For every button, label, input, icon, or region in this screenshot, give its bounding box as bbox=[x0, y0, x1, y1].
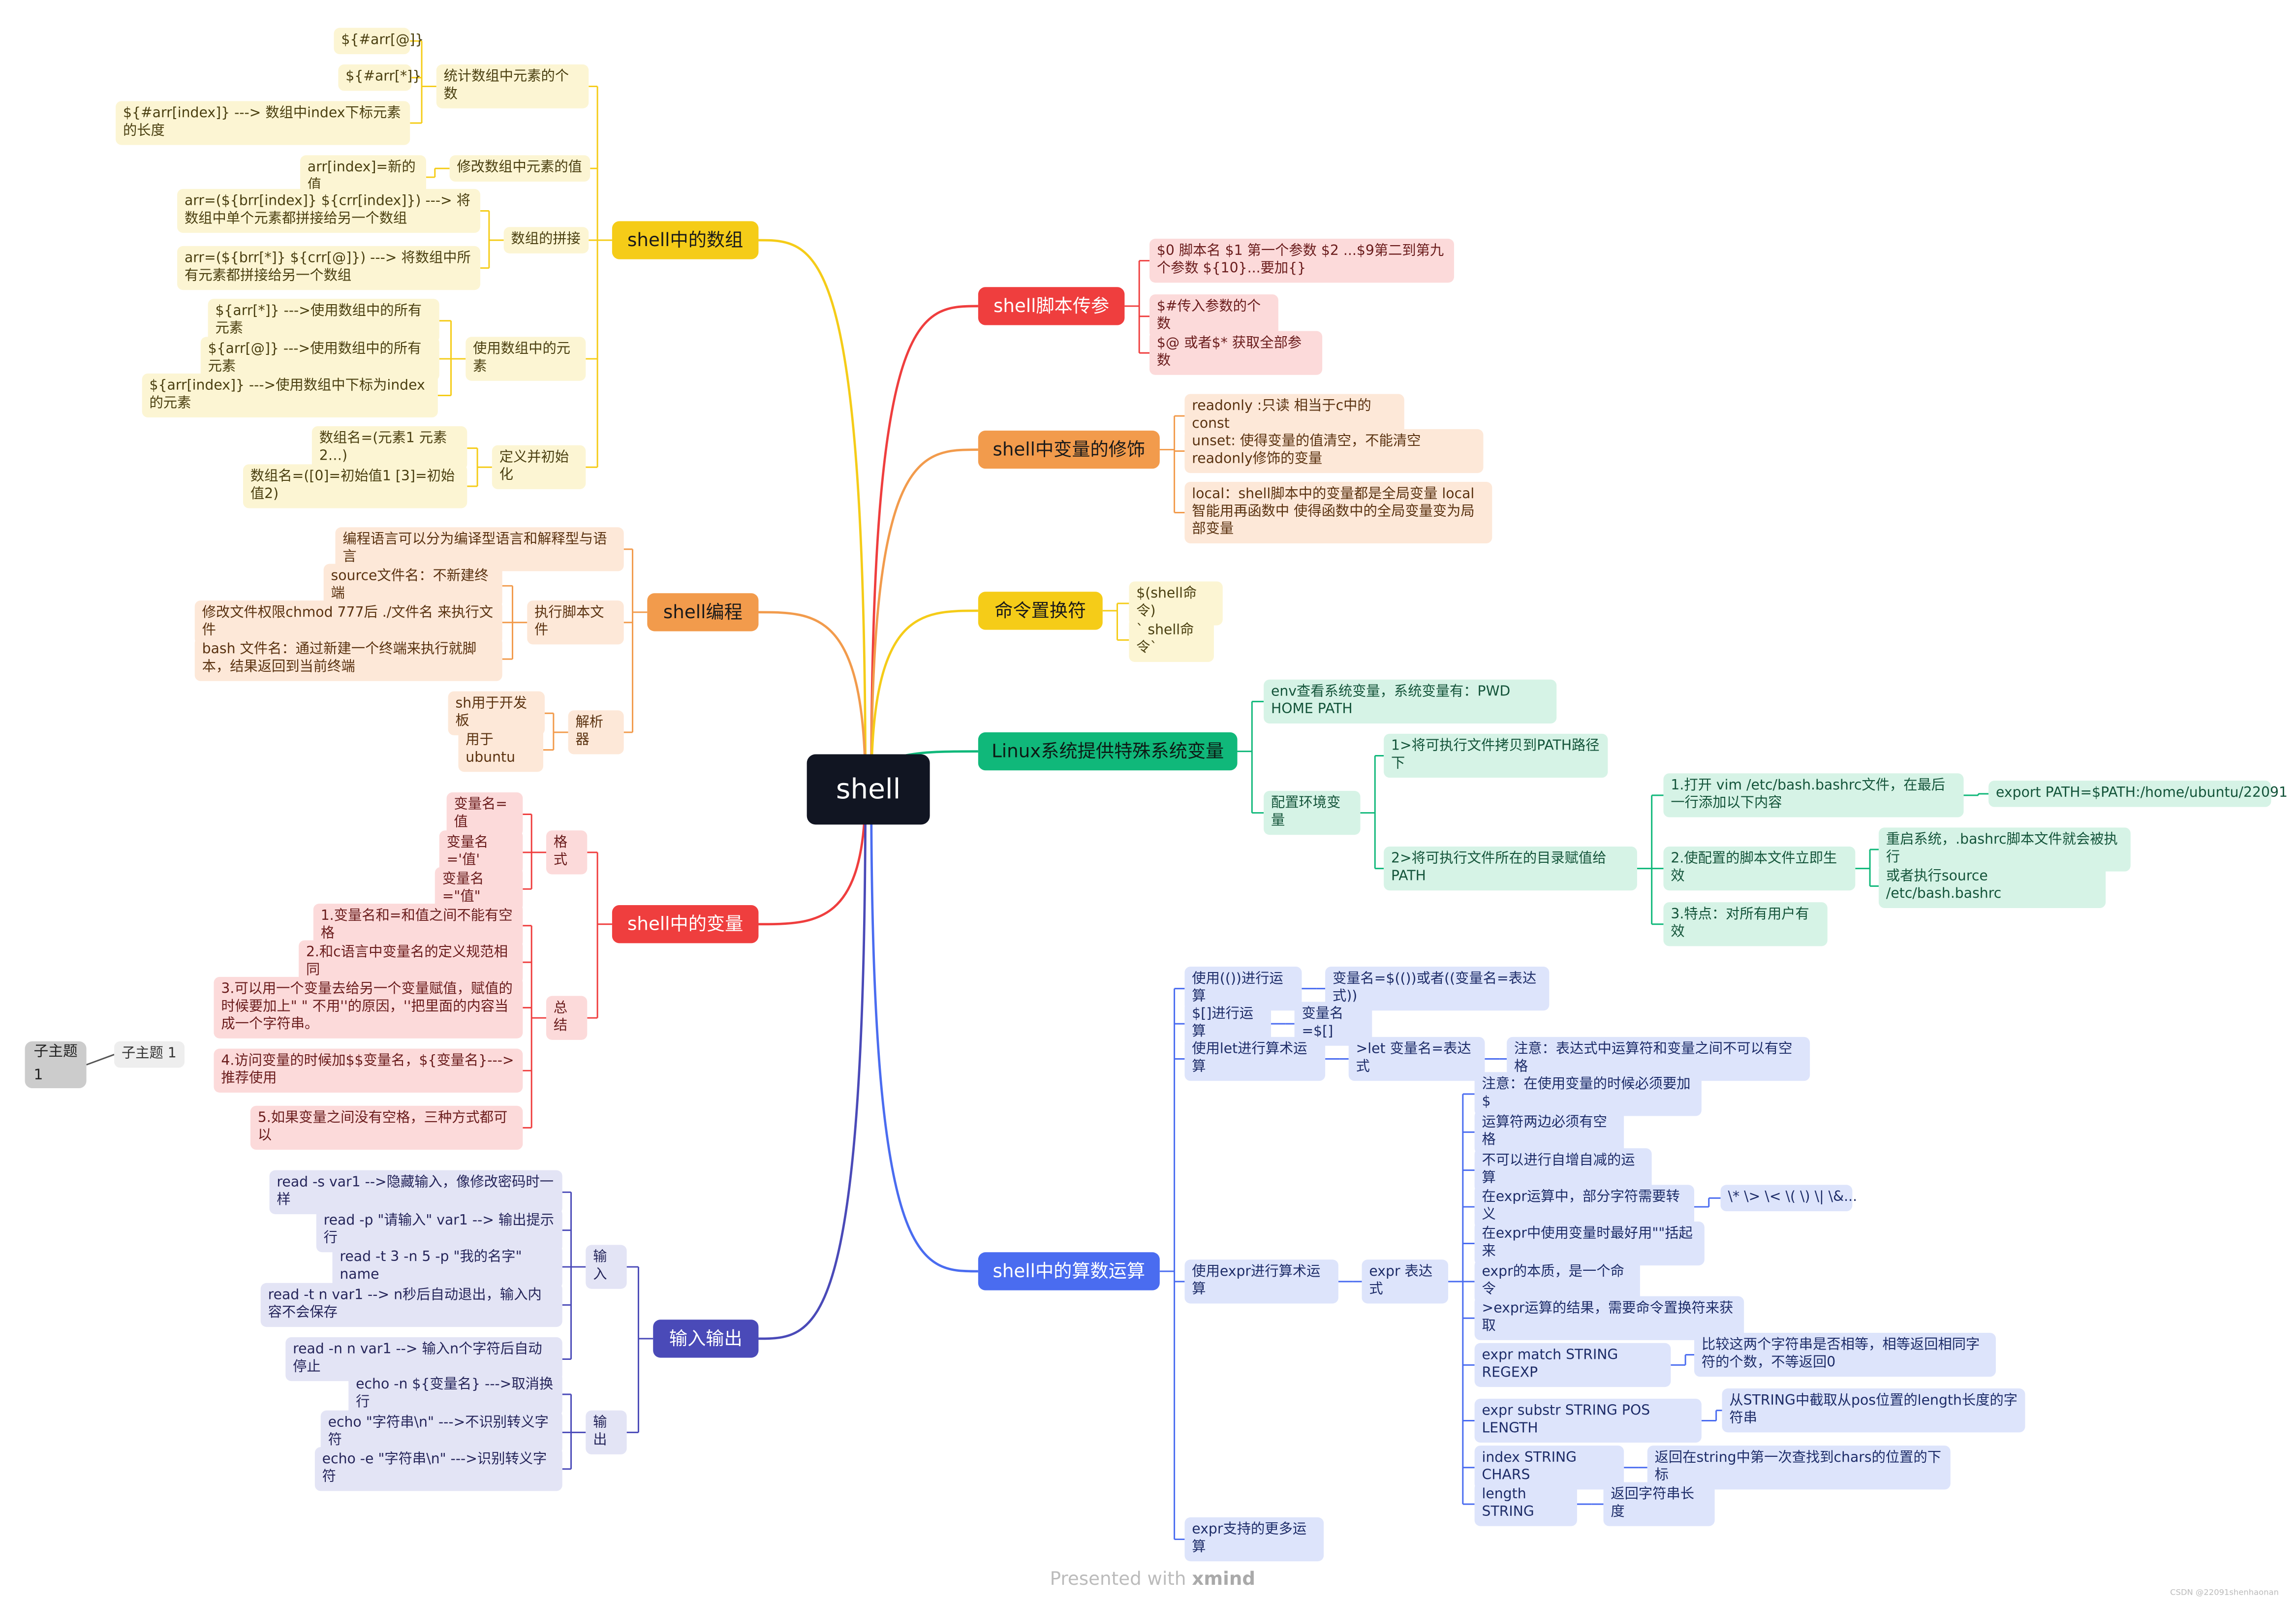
arrays-concat[interactable]: 数组的拼接 bbox=[503, 227, 589, 253]
arith-length-desc[interactable]: 返回字符串长度 bbox=[1603, 1482, 1715, 1526]
footer-watermark: Presented with xmind bbox=[1050, 1567, 1255, 1589]
subst-topic[interactable]: 命令置换符 bbox=[978, 592, 1103, 630]
arith-match-desc[interactable]: 比较这两个字符串是否相等，相等返回相同字符的个数，不等返回0 bbox=[1694, 1332, 1996, 1377]
prog-exec[interactable]: 执行脚本文件 bbox=[527, 600, 624, 645]
modifiers-item[interactable]: unset: 使得变量的值清空，不能清空 readonly修饰的变量 bbox=[1184, 429, 1484, 473]
io-input-item[interactable]: read -t 3 -n 5 -p "我的名字" name bbox=[332, 1245, 562, 1289]
env-topic[interactable]: Linux系统提供特殊系统变量 bbox=[978, 732, 1238, 771]
prog-topic[interactable]: shell编程 bbox=[647, 593, 759, 631]
arith-expr-item[interactable]: 在expr中使用变量时最好用""括起来 bbox=[1474, 1221, 1705, 1266]
floating-subtopic[interactable]: 子主题 1 bbox=[114, 1041, 185, 1068]
subst-item[interactable]: ` shell命令` bbox=[1129, 618, 1214, 662]
branch-modifiers-topic bbox=[870, 448, 978, 789]
arrays-count-item[interactable]: ${#arr[index]} ---> 数组中index下标元素的长度 bbox=[116, 101, 410, 145]
env-method-1[interactable]: 1>将可执行文件拷贝到PATH路径下 bbox=[1384, 733, 1608, 778]
vars-summary-item[interactable]: 4.访问变量的时候加$$变量名，${变量名}--->推荐使用 bbox=[214, 1048, 523, 1093]
author-credit: CSDN @22091shenhaonan bbox=[2170, 1589, 2279, 1598]
arith-expr-item[interactable]: 注意：在使用变量的时候必须要加$ bbox=[1474, 1072, 1702, 1116]
env-source[interactable]: 或者执行source /etc/bash.bashrc bbox=[1878, 864, 2106, 908]
env-view[interactable]: env查看系统变量，系统变量有：PWD HOME PATH bbox=[1264, 679, 1557, 724]
branch-arrays-topic bbox=[758, 239, 867, 789]
branch-subst-topic bbox=[870, 609, 978, 789]
io-output[interactable]: 输出 bbox=[586, 1410, 627, 1454]
prog-interp-item[interactable]: sh用于开发板 bbox=[448, 691, 545, 735]
arith-let[interactable]: 使用let进行算术运算 bbox=[1184, 1037, 1326, 1081]
arrays-concat-item[interactable]: arr=(${brr[*]} ${crr[@]}) ---> 将数组中所有元素都… bbox=[177, 246, 481, 290]
prog-interp[interactable]: 解析器 bbox=[568, 710, 624, 755]
modifiers-topic[interactable]: shell中变量的修饰 bbox=[978, 430, 1160, 469]
io-input-item[interactable]: read -t n var1 --> n秒后自动退出，输入内容不会保存 bbox=[260, 1283, 562, 1327]
center-node[interactable]: shell bbox=[807, 754, 930, 825]
connector bbox=[86, 1054, 115, 1066]
arrays-use[interactable]: 使用数组中的元素 bbox=[465, 337, 586, 381]
arrays-use-item[interactable]: ${arr[*]} --->使用数组中的所有元素 bbox=[208, 299, 439, 343]
env-step-2[interactable]: 2.使配置的脚本文件立即生效 bbox=[1663, 847, 1856, 891]
env-config[interactable]: 配置环境变量 bbox=[1264, 790, 1361, 835]
vars-summary[interactable]: 总结 bbox=[546, 996, 588, 1040]
io-topic[interactable]: 输入输出 bbox=[653, 1320, 759, 1358]
arrays-count-item[interactable]: ${#arr[*]} bbox=[338, 64, 421, 91]
arrays-define-item[interactable]: 数组名=([0]=初始值1 [3]=初始值2) bbox=[243, 464, 467, 508]
params-item[interactable]: $#传入参数的个数 bbox=[1149, 294, 1278, 339]
arith-more[interactable]: expr支持的更多运算 bbox=[1184, 1517, 1324, 1562]
env-export[interactable]: export PATH=$PATH:/home/ubuntu/22091 bbox=[1988, 781, 2288, 807]
arrays-define-item[interactable]: 数组名=(元素1 元素2…) bbox=[311, 426, 467, 471]
footer-brand: xmind bbox=[1192, 1567, 1256, 1589]
io-output-item[interactable]: echo -n ${变量名} --->取消换行 bbox=[348, 1372, 562, 1416]
params-topic[interactable]: shell脚本传参 bbox=[978, 287, 1125, 325]
arrays-concat-item[interactable]: arr=(${brr[index]} ${crr[index]}) ---> 将… bbox=[177, 189, 481, 233]
arith-expr-item[interactable]: length STRING bbox=[1474, 1482, 1577, 1526]
arith-dparen-value[interactable]: 变量名=$(())或者((变量名=表达式)) bbox=[1325, 967, 1550, 1011]
arrays-define[interactable]: 定义并初始化 bbox=[492, 445, 586, 489]
arith-expr-item[interactable]: 运算符两边必须有空格 bbox=[1474, 1110, 1624, 1154]
branch-params-topic bbox=[870, 305, 978, 789]
arrays-modify[interactable]: 修改数组中元素的值 bbox=[449, 155, 590, 182]
prog-exec-item[interactable]: bash 文件名：通过新建一个终端来执行就脚本，结果返回到当前终端 bbox=[194, 637, 502, 681]
arrays-count[interactable]: 统计数组中元素的个数 bbox=[436, 64, 589, 109]
branch-prog-topic bbox=[758, 611, 867, 789]
io-input[interactable]: 输入 bbox=[586, 1245, 627, 1289]
arrays-topic[interactable]: shell中的数组 bbox=[612, 221, 759, 259]
arrays-count-item[interactable]: ${#arr[@]} bbox=[334, 28, 424, 55]
arith-expr-item[interactable]: expr的本质，是一个命令 bbox=[1474, 1259, 1640, 1304]
arith-substr-desc[interactable]: 从STRING中截取从pos位置的length长度的字符串 bbox=[1722, 1388, 2025, 1433]
arith-expr-item[interactable]: index STRING CHARS bbox=[1474, 1446, 1624, 1490]
arith-topic[interactable]: shell中的算数运算 bbox=[978, 1252, 1160, 1290]
arith-let-note[interactable]: 注意：表达式中运算符和变量之间不可以有空格 bbox=[1507, 1037, 1810, 1081]
modifiers-item[interactable]: local：shell脚本中的变量都是全局变量 local智能用再函数中 使得函… bbox=[1184, 482, 1492, 544]
arith-let-value[interactable]: >let 变量名=表达式 bbox=[1348, 1037, 1485, 1081]
params-item[interactable]: $@ 或者$* 获取全部参数 bbox=[1149, 331, 1323, 375]
branch-vars-topic bbox=[758, 789, 867, 926]
io-input-item[interactable]: read -s var1 -->隐藏输入，像修改密码时一样 bbox=[269, 1170, 562, 1214]
vars-format-item[interactable]: 变量名=值 bbox=[446, 792, 523, 837]
vars-summary-item[interactable]: 3.可以用一个变量去给另一个变量赋值，赋值的时候要加上" " 不用''的原因，'… bbox=[214, 976, 523, 1038]
arith-expr-expression[interactable]: expr 表达式 bbox=[1362, 1259, 1449, 1304]
arith-expr-item[interactable]: expr substr STRING POS LENGTH bbox=[1474, 1398, 1702, 1443]
env-step-1[interactable]: 1.打开 vim /etc/bash.bashrc文件，在最后一行添加以下内容 bbox=[1663, 773, 1964, 818]
io-output-item[interactable]: echo -e "字符串\n" --->识别转义字符 bbox=[314, 1447, 562, 1491]
branch-io-topic bbox=[758, 789, 867, 1340]
branch-arith-topic bbox=[870, 789, 978, 1273]
arith-expr-item[interactable]: >expr运算的结果，需要命令置换符来获取 bbox=[1474, 1296, 1744, 1340]
vars-summary-item[interactable]: 5.如果变量之间没有空格，三种方式都可以 bbox=[250, 1105, 523, 1150]
arith-expr-item[interactable]: expr match STRING REGEXP bbox=[1474, 1343, 1671, 1387]
arrays-use-item[interactable]: ${arr[index]} --->使用数组中下标为index的元素 bbox=[142, 373, 438, 418]
prog-interp-item[interactable]: 用于ubuntu bbox=[458, 727, 544, 772]
vars-topic[interactable]: shell中的变量 bbox=[612, 905, 759, 944]
vars-format[interactable]: 格式 bbox=[546, 830, 588, 875]
arith-expr[interactable]: 使用expr进行算术运算 bbox=[1184, 1259, 1338, 1304]
params-item[interactable]: $0 脚本名 $1 第一个参数 $2 ...$9第二到第九个参数 ${10}..… bbox=[1149, 239, 1454, 283]
arith-escape[interactable]: \* \> \< \( \) \| \&... bbox=[1720, 1185, 1857, 1211]
env-method-2[interactable]: 2>将可执行文件所在的目录赋值给PATH bbox=[1384, 847, 1637, 891]
footer-text: Presented with bbox=[1050, 1567, 1186, 1589]
floating-topic[interactable]: 子主题 1 bbox=[25, 1041, 87, 1089]
env-step-3[interactable]: 3.特点：对所有用户有效 bbox=[1663, 902, 1828, 946]
